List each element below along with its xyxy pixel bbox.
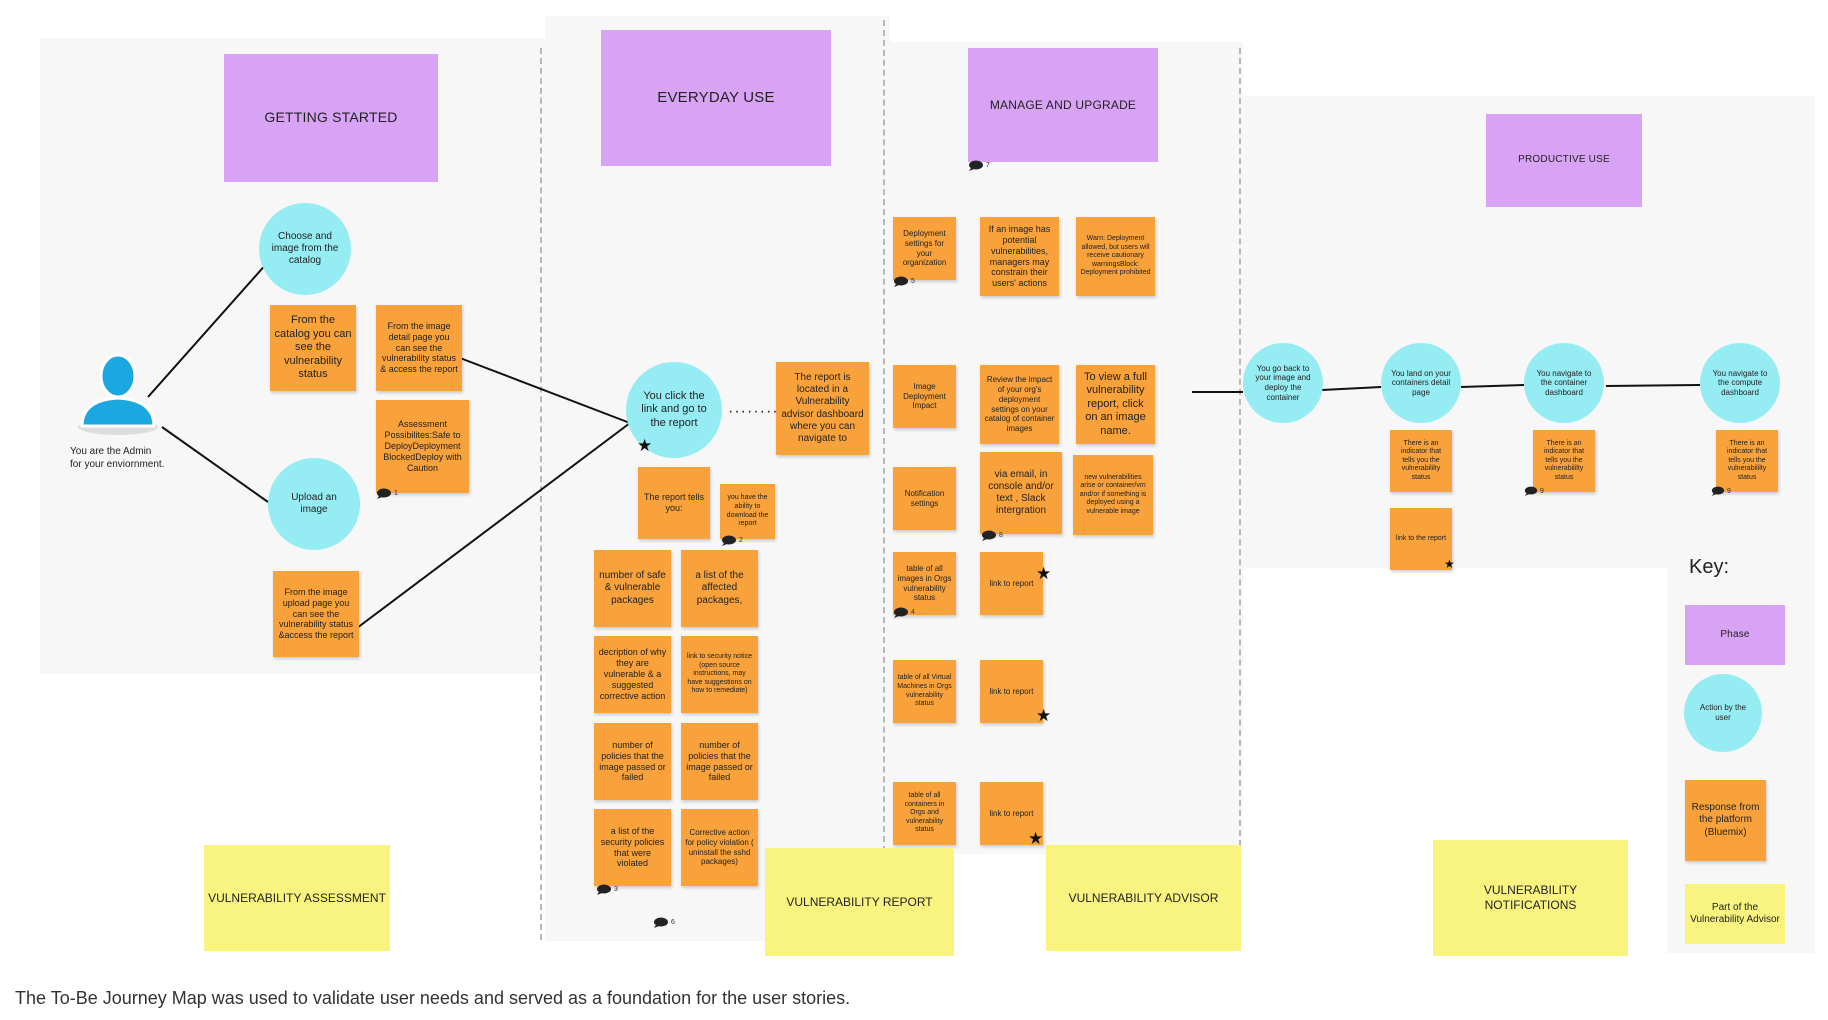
- response-corrective: Corrective action for policy violation (…: [681, 809, 758, 886]
- comment-count: 9: [1540, 487, 1544, 495]
- response-table-vms: table of all Virtual Machines in Orgs vu…: [893, 660, 956, 723]
- response-link-to-report: link to the report: [1390, 508, 1452, 570]
- star-icon: ★: [1036, 706, 1052, 725]
- comment-icon: [597, 884, 611, 895]
- response-link-report-3: link to report: [980, 782, 1043, 845]
- response-affected-packages: a list of the affected packages,: [681, 550, 758, 627]
- comment-icon: [1711, 486, 1725, 496]
- section-vulnerability-advisor: VULNERABILITY ADVISOR: [1046, 845, 1241, 951]
- comment-icon: [894, 607, 908, 618]
- section-vulnerability-assessment: VULNERABILITY ASSESSMENT: [204, 845, 390, 951]
- comment-icon: [1524, 486, 1538, 496]
- response-link-report-2: link to report: [980, 660, 1043, 723]
- comment-count: 1: [394, 490, 398, 497]
- response-new-vulnerabilities: new vulnerabilities arise or container/v…: [1073, 455, 1153, 535]
- comment-icon: [969, 160, 983, 171]
- response-download: you have the ability to download the rep…: [720, 484, 775, 539]
- response-indicator-3: There is an indicator that tells you the…: [1716, 430, 1778, 492]
- user-avatar-icon: [78, 353, 158, 435]
- key-response: Response from the platform (Bluemix): [1685, 780, 1766, 861]
- connector-lines: [147, 261, 1701, 629]
- comment-count: 5: [911, 278, 915, 285]
- response-security-notice: link to security notice (open source ins…: [681, 636, 758, 713]
- response-notify-settings: Notification settings: [893, 467, 956, 530]
- response-link-report-1: link to report: [980, 552, 1043, 615]
- ellipsis-connector: ········: [728, 403, 779, 420]
- response-report-location: The report is located in a Vulnerability…: [776, 362, 869, 455]
- comment-count: 4: [911, 609, 915, 616]
- phase-manage-upgrade: MANAGE AND UPGRADE: [968, 48, 1158, 162]
- key-action: Action by the user: [1684, 674, 1762, 752]
- response-review-impact: Review the impact of your org's deployme…: [980, 365, 1059, 444]
- phase-productive-use: PRODUCTIVE USE: [1486, 114, 1642, 207]
- section-vulnerability-notifications: VULNERABILITY NOTIFICATIONS: [1433, 840, 1628, 956]
- response-upload-page: From the image upload page you can see t…: [273, 571, 359, 657]
- response-description: decription of why they are vulnerable & …: [594, 636, 671, 713]
- comment-badge: 7: [968, 160, 990, 171]
- star-icon: ★: [1444, 557, 1455, 571]
- response-image-impact: Image Deployment Impact: [893, 365, 956, 428]
- comment-badge: 9: [1711, 486, 1731, 496]
- section-vulnerability-report: VULNERABILITY REPORT: [765, 848, 954, 956]
- action-navigate-container: You navigate to the container dashboard: [1524, 343, 1604, 423]
- comment-count: 8: [999, 532, 1003, 539]
- response-via-email: via email, in console and/or text , Slac…: [980, 452, 1062, 534]
- key-title: Key:: [1689, 556, 1730, 578]
- journey-map: GETTING STARTED EVERYDAY USE MANAGE AND …: [70, 20, 1785, 956]
- key-part-of-advisor: Part of the Vulnerability Advisor: [1685, 884, 1785, 944]
- star-icon: ★: [637, 436, 653, 455]
- action-navigate-compute: You navigate to the compute dashboard: [1700, 343, 1780, 423]
- action-upload-image: Upload an image: [268, 458, 360, 550]
- response-violated: a list of the security policies that wer…: [594, 809, 671, 886]
- comment-icon: [982, 530, 996, 541]
- phase-everyday-use: EVERYDAY USE: [601, 30, 831, 166]
- caption: The To-Be Journey Map was used to valida…: [15, 988, 851, 1008]
- response-constrain: If an image has potential vulnerabilitie…: [980, 217, 1059, 296]
- comment-count: 9: [1727, 487, 1731, 495]
- comment-badge: 9: [1524, 486, 1544, 496]
- response-detail-page: From the image detail page you can see t…: [376, 305, 462, 391]
- response-indicator-1: There is an indicator that tells you the…: [1390, 430, 1452, 492]
- response-safe-packages: number of safe & vulnerable packages: [594, 550, 671, 627]
- action-go-back: You go back to your image and deploy the…: [1243, 343, 1323, 423]
- response-report-tells: The report tells you:: [638, 467, 710, 539]
- comment-badge: 8: [981, 530, 1003, 541]
- admin-label: You are the Admin for your enviornment.: [70, 446, 165, 470]
- star-icon: ★: [1036, 564, 1052, 583]
- response-table-images: table of all images in Orgs vulnerabilit…: [893, 552, 956, 615]
- comment-icon: [654, 917, 668, 928]
- divider-1: [540, 48, 542, 940]
- comment-badge: 3: [596, 884, 618, 895]
- star-icon: ★: [1028, 829, 1044, 848]
- comment-count: 7: [986, 162, 990, 169]
- response-policies-1: number of policies that the image passed…: [594, 723, 671, 800]
- phase-getting-started: GETTING STARTED: [224, 54, 438, 182]
- comment-icon: [894, 276, 908, 287]
- key-phase: Phase: [1685, 605, 1785, 665]
- action-land-on: You land on your containers detail page: [1381, 343, 1461, 423]
- comment-count: 2: [739, 537, 743, 544]
- divider-3: [1239, 48, 1241, 856]
- response-warn: Warn: Deployment allowed, but users will…: [1076, 217, 1155, 296]
- divider-2: [883, 20, 885, 852]
- comment-count: 3: [614, 886, 618, 893]
- action-choose-image: Choose and image from the catalog: [259, 203, 351, 295]
- comment-badge: 2: [721, 535, 743, 546]
- action-click-link: You click the link and go to the report: [626, 362, 722, 458]
- comment-badge: 4: [893, 607, 915, 618]
- comment-icon: [722, 535, 736, 546]
- response-catalog-status: From the catalog you can see the vulnera…: [270, 305, 356, 391]
- comment-badge: 5: [893, 276, 915, 287]
- response-assessment: Assessment Possibilites:Safe to DeployDe…: [376, 400, 469, 493]
- comment-badge: 6: [653, 917, 675, 928]
- comment-badge: 1: [376, 488, 398, 499]
- response-table-containers: table of all containers in Orgs and vuln…: [893, 782, 956, 845]
- comment-count: 6: [671, 919, 675, 926]
- response-indicator-2: There is an indicator that tells you the…: [1533, 430, 1595, 492]
- response-policies-2: number of policies that the image passed…: [681, 723, 758, 800]
- comment-icon: [377, 488, 391, 499]
- response-deploy-settings: Deployment settings for your organizatio…: [893, 217, 956, 280]
- response-full-report: To view a full vulnerability report, cli…: [1076, 365, 1155, 444]
